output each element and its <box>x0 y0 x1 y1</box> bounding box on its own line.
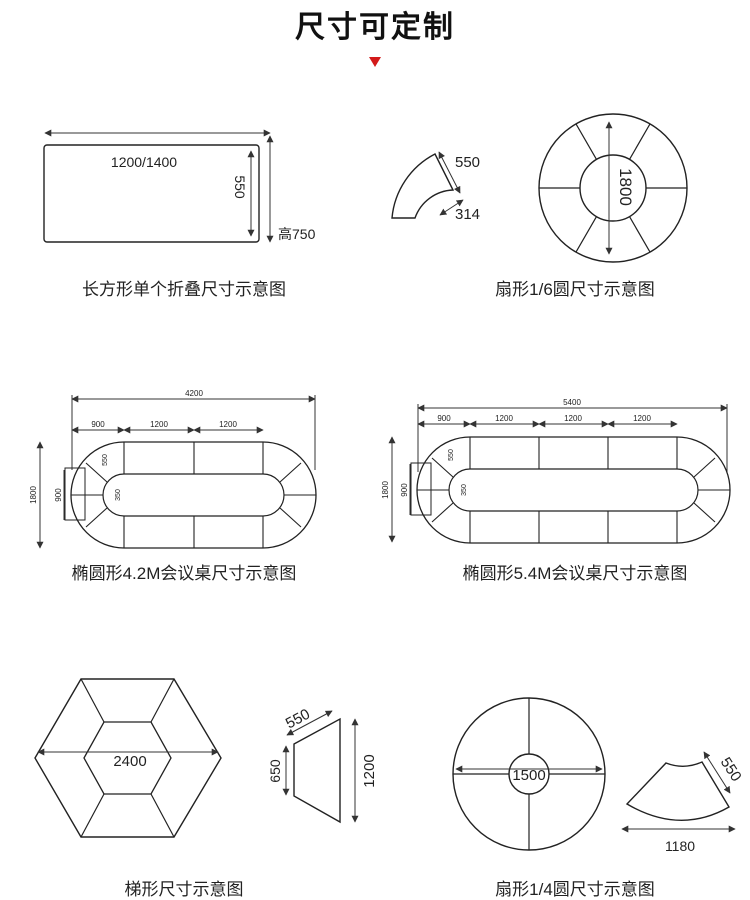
rect-height-label: 高750 <box>278 226 316 242</box>
oval54-d1: 900 <box>437 414 451 423</box>
sector6-caption: 扇形1/6圆尺寸示意图 <box>495 280 655 299</box>
oval42-depth: 1800 <box>29 486 38 504</box>
rect-caption: 长方形单个折叠尺寸示意图 <box>82 280 286 299</box>
trap-top-label: 550 <box>283 706 313 733</box>
round-table-inner <box>579 154 647 222</box>
oval42-diagram: 4200 900 1200 1200 1800 900 550 350 <box>29 389 317 549</box>
oval42-caption: 椭圆形4.2M会议桌尺寸示意图 <box>72 564 297 583</box>
round-diameter-label: 1800 <box>616 168 635 206</box>
oval54-d4: 1200 <box>633 414 651 423</box>
round-table-spokes <box>539 123 687 253</box>
oval42-side: 550 <box>102 454 109 466</box>
hex-width-label: 2400 <box>113 753 146 770</box>
oval42-inner <box>102 473 285 517</box>
sector4-caption: 扇形1/4圆尺寸示意图 <box>495 880 655 899</box>
oval54-inner-depth: 900 <box>400 483 409 497</box>
oval54-small: 350 <box>461 484 468 496</box>
oval42-small: 350 <box>115 489 122 501</box>
page-title: 尺寸可定制 <box>295 10 455 45</box>
oval54-caption: 椭圆形5.4M会议桌尺寸示意图 <box>463 564 688 583</box>
oval54-depth: 1800 <box>381 481 390 499</box>
oval54-d2: 1200 <box>495 414 513 423</box>
quarter-width-label: 1180 <box>665 838 695 854</box>
trap-height-label: 1200 <box>361 754 378 787</box>
oval54-side: 550 <box>448 449 455 461</box>
quarter-inner-label: 1500 <box>512 767 545 784</box>
sector6-outer-dim <box>438 151 461 194</box>
down-triangle-icon <box>369 57 381 67</box>
trap-caption: 梯形尺寸示意图 <box>125 880 244 899</box>
oval54-inner <box>448 468 699 512</box>
oval42-d3: 1200 <box>219 420 237 429</box>
sector6-diagram: 550 314 1800 <box>391 113 688 263</box>
quarter-side-label: 550 <box>717 754 745 784</box>
oval42-d1: 900 <box>91 420 105 429</box>
sector6-inner-label: 314 <box>455 206 480 223</box>
oval42-d2: 1200 <box>150 420 168 429</box>
rect-width-label: 550 <box>232 175 248 199</box>
sector6-shape <box>391 153 455 219</box>
sector4-diagram: 1500 550 1180 <box>452 697 745 854</box>
trap-diagram: 2400 550 650 1200 <box>34 678 378 838</box>
rect-length-label: 1200/1400 <box>111 154 177 170</box>
rect-table-shape <box>43 144 260 243</box>
quarter-sector-shape <box>625 761 730 821</box>
oval54-diagram: 5400 900 1200 1200 1200 1800 900 <box>381 398 731 544</box>
trap-side-label: 650 <box>267 759 283 783</box>
oval54-total-label: 5400 <box>563 398 581 407</box>
oval42-total-label: 4200 <box>185 389 203 398</box>
oval42-inner-depth: 900 <box>54 488 63 502</box>
rect-table-diagram: 1200/1400 550 高750 <box>43 129 316 243</box>
sector6-outer-label: 550 <box>455 154 480 171</box>
trapezoid-shape <box>293 717 341 824</box>
oval54-d3: 1200 <box>564 414 582 423</box>
sector6-inner-dim <box>439 199 464 216</box>
